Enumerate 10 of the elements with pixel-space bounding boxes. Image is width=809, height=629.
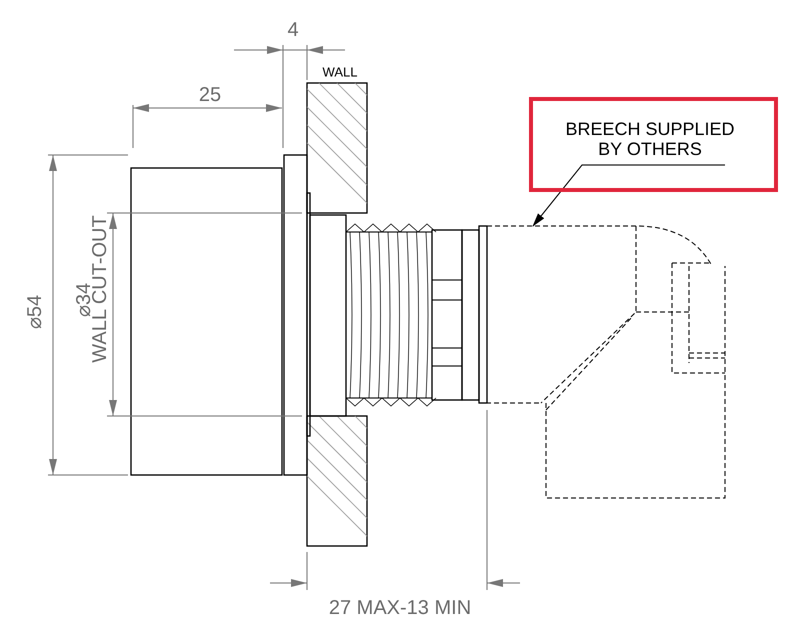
dimension-text: 27 MAX-13 MIN <box>328 598 472 618</box>
dimension-text: WALL CUT-OUT <box>90 215 110 363</box>
callout-text: BREECH SUPPLIED BY OTHERS <box>564 119 736 159</box>
callout-highlight-box <box>529 97 778 192</box>
dimension-text: 4 <box>287 20 299 40</box>
breech-drawing <box>486 224 727 500</box>
leader-line <box>532 164 726 227</box>
dimension-text: ⌀54 <box>25 294 45 330</box>
wall-label: WALL <box>322 66 358 78</box>
dimension-text: 25 <box>198 85 222 105</box>
